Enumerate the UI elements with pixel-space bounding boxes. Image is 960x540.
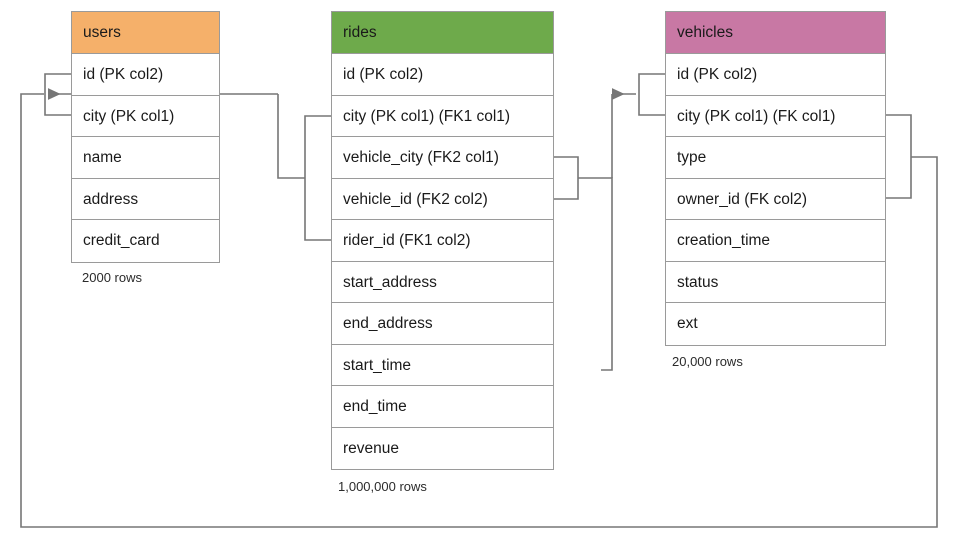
field-rides-start-time[interactable]: start_time [332, 345, 553, 386]
table-header-users: users [72, 12, 219, 54]
entity-table-rides[interactable]: rides id (PK col2) city (PK col1) (FK1 c… [331, 11, 554, 470]
field-vehicles-type[interactable]: type [666, 137, 885, 179]
entity-table-vehicles[interactable]: vehicles id (PK col2) city (PK col1) (FK… [665, 11, 886, 346]
field-rides-start-address[interactable]: start_address [332, 262, 553, 303]
field-rides-vehicle-id[interactable]: vehicle_id (FK2 col2) [332, 179, 553, 220]
users-target-bracket [44, 73, 71, 116]
table-header-vehicles: vehicles [666, 12, 885, 54]
field-vehicles-owner-id[interactable]: owner_id (FK col2) [666, 179, 885, 220]
field-vehicles-creation-time[interactable]: creation_time [666, 220, 885, 262]
field-users-id[interactable]: id (PK col2) [72, 54, 219, 96]
table-header-rides: rides [332, 12, 553, 54]
field-rides-rider-id[interactable]: rider_id (FK1 col2) [332, 220, 553, 262]
field-users-city[interactable]: city (PK col1) [72, 96, 219, 137]
field-vehicles-city[interactable]: city (PK col1) (FK col1) [666, 96, 885, 137]
field-rides-vehicle-city[interactable]: vehicle_city (FK2 col1) [332, 137, 553, 179]
field-rides-end-address[interactable]: end_address [332, 303, 553, 345]
edge-rides-vehicle-to-vehicles [554, 88, 636, 371]
field-users-credit-card[interactable]: credit_card [83, 232, 160, 249]
entity-table-users[interactable]: users id (PK col2) city (PK col1) name a… [71, 11, 220, 263]
field-rides-id[interactable]: id (PK col2) [332, 54, 553, 96]
field-vehicles-id[interactable]: id (PK col2) [666, 54, 885, 96]
field-users-name[interactable]: name [72, 137, 219, 179]
vehicles-target-bracket [638, 73, 665, 116]
field-rides-revenue[interactable]: revenue [343, 439, 400, 457]
row-count-vehicles: 20,000 rows [672, 354, 743, 369]
field-rides-city[interactable]: city (PK col1) (FK1 col1) [332, 96, 553, 137]
field-vehicles-ext[interactable]: ext [677, 315, 698, 332]
field-rides-end-time[interactable]: end_time [332, 386, 553, 428]
row-count-rides: 1,000,000 rows [338, 479, 427, 494]
field-vehicles-status[interactable]: status [666, 262, 885, 303]
row-count-users: 2000 rows [82, 270, 142, 285]
field-users-address[interactable]: address [72, 179, 219, 220]
